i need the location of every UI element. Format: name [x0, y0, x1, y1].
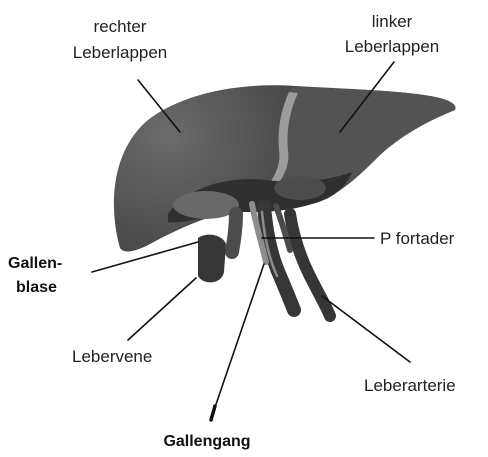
hepatic-vein-shape: [232, 214, 236, 252]
caudate-lobe: [274, 176, 326, 200]
label-right-lobe-line1: rechter: [94, 17, 147, 36]
label-bile-duct: Gallengang: [163, 433, 250, 450]
label-left-lobe-line1: linker: [372, 12, 413, 31]
gallbladder-shape: [198, 235, 226, 283]
label-left-lobe-line2: Leberlappen: [345, 37, 440, 56]
leader-line-bile-duct: [212, 264, 264, 416]
label-hepatic-vein: Lebervene: [72, 347, 152, 366]
leader-line-hepatic-vein: [128, 278, 196, 340]
leader-line-hepatic-artery: [322, 296, 410, 362]
label-gallbladder-line2: blase: [16, 279, 57, 296]
label-hepatic-artery: Leberarterie: [364, 376, 456, 395]
label-portal-vein: P fortader: [380, 229, 455, 248]
label-gallbladder-line1: Gallen-: [8, 255, 62, 272]
label-right-lobe-line2: Leberlappen: [73, 43, 168, 62]
hilum-structures: [198, 204, 330, 316]
bile-duct-line-stub: [211, 406, 215, 420]
